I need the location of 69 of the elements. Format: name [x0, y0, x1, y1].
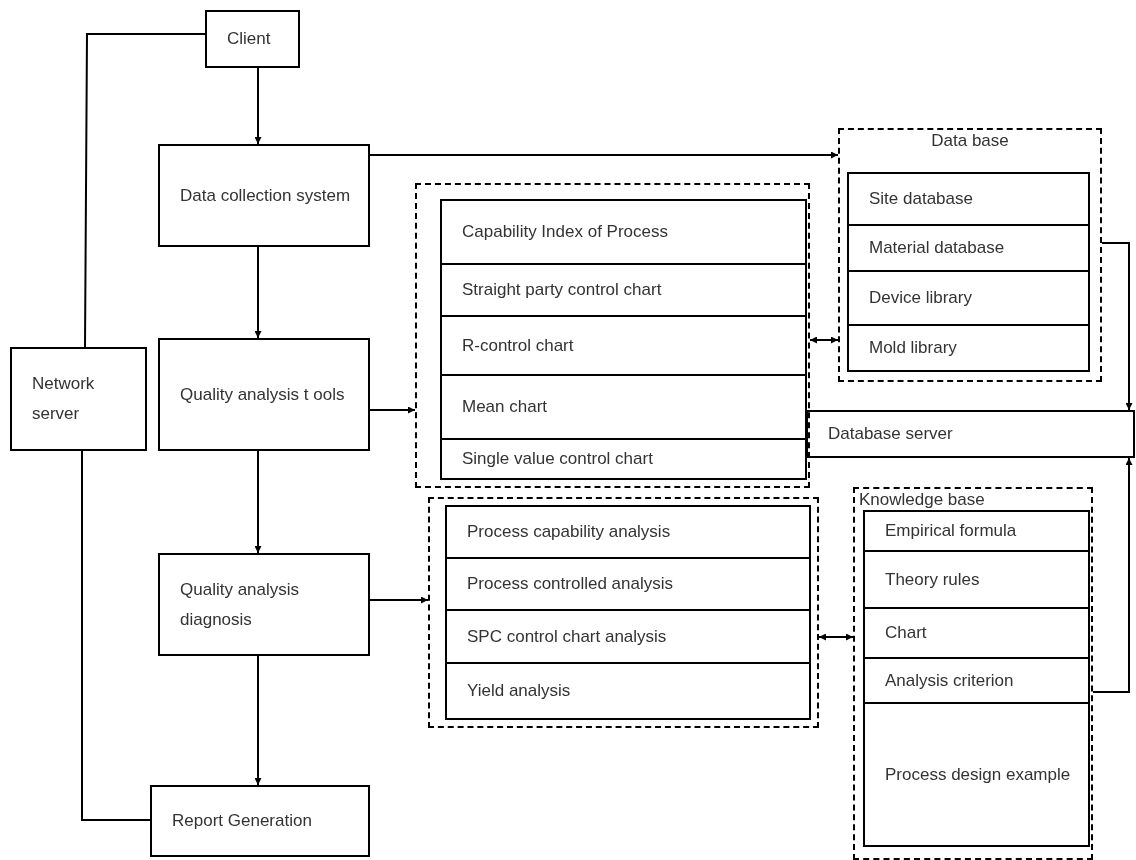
box-label: Data collection system	[180, 184, 351, 207]
box-label: Report Generation	[172, 810, 312, 832]
box-label: Capability Index of Process	[462, 221, 668, 243]
list-row	[863, 657, 1090, 704]
arrow	[369, 596, 429, 604]
connector-line	[84, 33, 206, 348]
box-label: Client	[227, 28, 271, 50]
box-label: Mold library	[869, 337, 957, 359]
list-row	[863, 510, 1090, 552]
list-row	[440, 263, 807, 317]
connector-line	[81, 450, 151, 821]
box-label: Process capability analysis	[467, 521, 671, 543]
process-box	[150, 785, 370, 857]
dashed-group-box	[838, 128, 1102, 382]
list-row	[440, 315, 807, 376]
arrow	[369, 151, 839, 159]
arrow	[254, 655, 262, 786]
group-title: Data base	[931, 130, 1009, 152]
list-row	[847, 270, 1090, 326]
box-label: Quality analysis t ools	[180, 383, 345, 406]
box-label: Site database	[869, 188, 973, 210]
group-title: Knowledge base	[859, 489, 985, 511]
list-row	[445, 662, 811, 720]
box-label: Single value control chart	[462, 448, 653, 470]
dashed-group-box	[853, 487, 1093, 860]
list-row	[445, 557, 811, 611]
box-label: Yield analysis	[467, 680, 571, 702]
arrow	[1101, 242, 1133, 411]
box-label: Material database	[869, 237, 1005, 259]
dashed-group-box	[415, 183, 810, 488]
box-label: Process controlled analysis	[467, 573, 673, 595]
process-box	[158, 338, 370, 451]
list-row	[863, 550, 1090, 609]
arrow	[1092, 457, 1133, 693]
list-row	[863, 702, 1090, 847]
process-box	[205, 10, 300, 68]
box-label: Network server	[32, 373, 96, 425]
list-row	[445, 609, 811, 664]
arrow	[254, 246, 262, 339]
dashed-group-box	[428, 497, 819, 728]
box-label: R-control chart	[462, 334, 574, 357]
list-row	[440, 374, 807, 440]
box-label: Theory rules	[885, 568, 980, 591]
process-box	[158, 553, 370, 656]
arrow	[809, 336, 839, 344]
list-row	[863, 607, 1090, 659]
arrow	[254, 67, 262, 145]
process-box	[806, 410, 1135, 458]
list-row	[847, 172, 1090, 226]
list-row	[445, 505, 811, 559]
list-row	[440, 199, 807, 265]
box-label: Analysis criterion	[885, 669, 1014, 692]
list-row	[847, 224, 1090, 272]
box-label: Device library	[869, 287, 972, 309]
box-label: Quality analysis diagnosis	[180, 578, 301, 631]
box-label: SPC control chart analysis	[467, 625, 667, 648]
box-label: Process design example	[885, 763, 1071, 786]
box-label: Mean chart	[462, 396, 548, 418]
box-label: Empirical formula	[885, 520, 1017, 542]
process-box	[10, 347, 147, 451]
arrow	[818, 633, 854, 641]
box-label: Database server	[828, 423, 953, 445]
box-label: Chart	[885, 622, 927, 644]
list-row	[440, 438, 807, 480]
process-box	[158, 144, 370, 247]
arrow	[254, 450, 262, 554]
arrow	[369, 406, 416, 414]
list-row	[847, 324, 1090, 372]
box-label: Straight party control chart	[462, 279, 662, 301]
